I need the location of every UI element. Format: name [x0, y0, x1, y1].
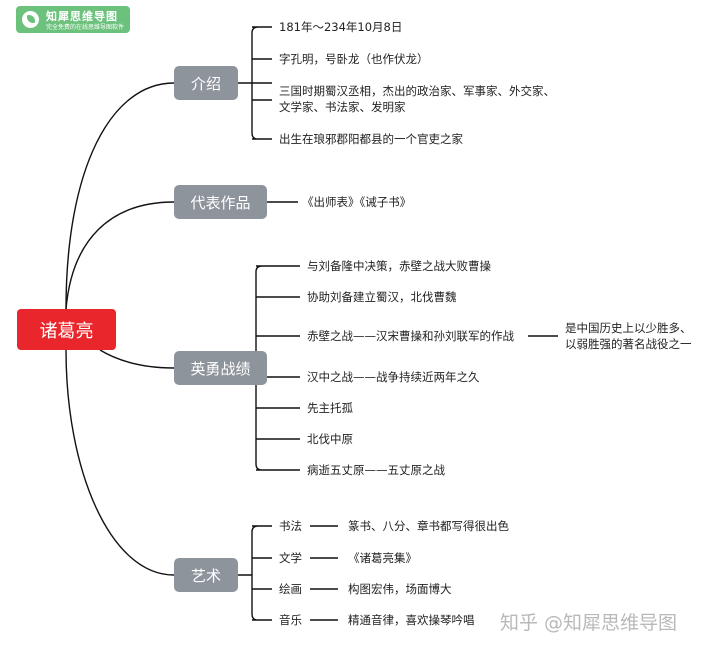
intro-item-roles-line1: 三国时期蜀汉丞相，杰出的政治家、军事家、外交家、 — [279, 84, 555, 98]
arts-subconnectors — [310, 525, 338, 621]
logo-tagline: 完全免费的在线思维导图软件 — [46, 24, 125, 31]
root-to-works-curve — [65, 201, 175, 310]
root-to-intro-curve — [65, 82, 175, 310]
feat-item-hanzhong[interactable]: 汉中之战——战争持续近两年之久 — [307, 370, 480, 384]
art-name-calligraphy[interactable]: 书法 — [279, 519, 302, 533]
feat-item-longzhong[interactable]: 与刘备隆中决策，赤壁之战大败曹操 — [307, 259, 491, 273]
intro-item-dates[interactable]: 181年～234年10月8日 — [279, 20, 403, 34]
arts-bracket — [238, 525, 272, 621]
feat-item-beifa[interactable]: 北伐中原 — [307, 432, 353, 446]
feat-chibi-note[interactable]: 是中国历史上以少胜多、 以弱胜强的著名战役之一 — [565, 320, 692, 352]
branch-intro[interactable]: 介绍 — [174, 66, 238, 100]
root-node[interactable]: 诸葛亮 — [17, 309, 116, 350]
root-to-arts-curve — [65, 349, 175, 576]
works-item[interactable]: 《出师表》《诫子书》 — [302, 195, 412, 209]
intro-item-roles-line2: 文学家、书法家、发明家 — [279, 100, 406, 114]
intro-item-name[interactable]: 字孔明，号卧龙（也作伏龙） — [279, 52, 429, 66]
art-name-painting[interactable]: 绘画 — [279, 582, 302, 596]
art-desc-music[interactable]: 精通音律，喜欢操琴吟唱 — [348, 613, 475, 627]
art-name-music[interactable]: 音乐 — [279, 613, 302, 627]
feat-item-chibi[interactable]: 赤壁之战——汉宋曹操和孙刘联军的作战 — [307, 329, 514, 343]
feat-item-tuogu[interactable]: 先主托孤 — [307, 401, 353, 415]
intro-item-roles[interactable]: 三国时期蜀汉丞相，杰出的政治家、军事家、外交家、 文学家、书法家、发明家 — [279, 83, 555, 115]
feat-item-shuhan[interactable]: 协助刘备建立蜀汉，北伐曹魏 — [307, 290, 457, 304]
feat-chibi-note-line1: 是中国历史上以少胜多、 — [565, 321, 692, 335]
art-desc-calligraphy[interactable]: 篆书、八分、章书都写得很出色 — [348, 519, 509, 533]
feat-chibi-note-line2: 以弱胜强的著名战役之一 — [565, 337, 692, 351]
zhixi-logo[interactable]: 知犀思维导图 完全免费的在线思维导图软件 — [16, 6, 130, 33]
zhihu-watermark: 知乎 @知犀思维导图 — [500, 612, 678, 634]
branch-works[interactable]: 代表作品 — [174, 185, 267, 219]
logo-name: 知犀思维导图 — [46, 10, 118, 23]
root-to-feats-curve — [99, 349, 175, 369]
intro-bracket — [238, 26, 272, 140]
art-desc-literature[interactable]: 《诸葛亮集》 — [348, 551, 417, 565]
branch-arts[interactable]: 艺术 — [174, 558, 238, 592]
branch-feats[interactable]: 英勇战绩 — [174, 351, 267, 385]
intro-item-birthplace[interactable]: 出生在琅邪郡阳都县的一个官吏之家 — [279, 132, 463, 146]
art-desc-painting[interactable]: 构图宏伟，场面博大 — [348, 582, 452, 596]
feat-item-wuzhangyuan[interactable]: 病逝五丈原——五丈原之战 — [307, 463, 445, 477]
art-name-literature[interactable]: 文学 — [279, 551, 302, 565]
rhino-logo-icon — [22, 11, 39, 28]
